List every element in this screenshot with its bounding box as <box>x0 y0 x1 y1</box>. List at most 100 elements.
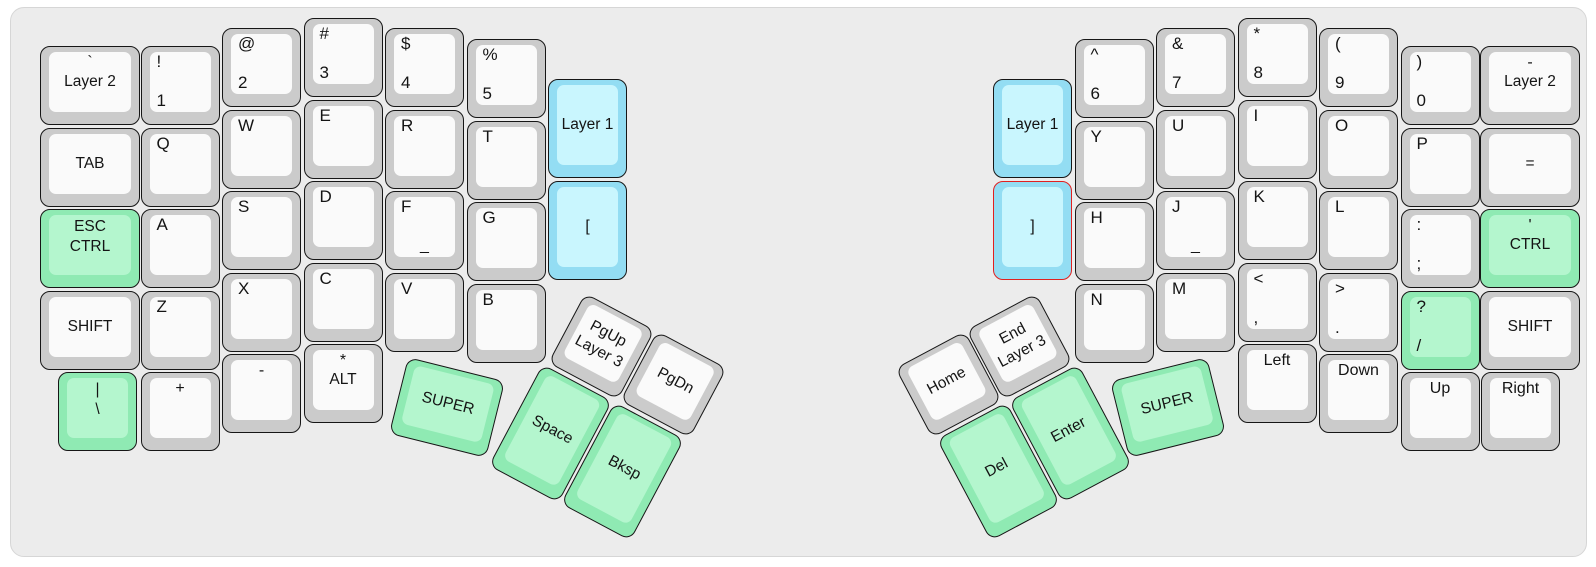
key-quote-ctrl[interactable]: 'CTRL <box>1480 209 1580 288</box>
key-a[interactable]: A <box>140 209 220 288</box>
keycap-top-surface: E <box>312 105 374 166</box>
key-o[interactable]: O <box>1319 109 1398 189</box>
key-tab[interactable]: TAB <box>40 127 140 207</box>
key-super-left[interactable]: SUPER <box>388 356 506 458</box>
key-k[interactable]: K <box>1237 181 1317 260</box>
key-label: PgDn <box>654 363 697 397</box>
key-shift-right[interactable]: SHIFT <box>1480 290 1580 370</box>
key-label: S <box>238 197 250 216</box>
key-layer2-right[interactable]: -Layer 2 <box>1480 46 1580 125</box>
key-label: @ <box>238 34 256 53</box>
key-alt[interactable]: *ALT <box>303 344 383 423</box>
key-r[interactable]: R <box>385 109 464 189</box>
key-esc-ctrl[interactable]: ESC CTRL <box>40 209 140 288</box>
key-y[interactable]: Y <box>1074 120 1154 200</box>
key-equals[interactable]: = <box>1480 127 1580 207</box>
key-arrow-right[interactable]: Right <box>1481 372 1560 451</box>
key-num6[interactable]: ^6 <box>1074 39 1154 118</box>
key-plus[interactable]: + <box>140 372 220 451</box>
key-right-bracket[interactable]: ] <box>993 181 1072 280</box>
key-label: + <box>175 380 185 397</box>
key-left-bracket[interactable]: [ <box>548 181 627 280</box>
key-b[interactable]: B <box>466 283 546 363</box>
key-pipe-backslash[interactable]: | \ <box>58 372 137 451</box>
key-label: # <box>319 24 329 43</box>
key-label: : <box>1416 215 1422 234</box>
key-num3[interactable]: #3 <box>303 18 383 97</box>
key-num8[interactable]: *8 <box>1237 18 1317 97</box>
keycap-top-surface: W <box>231 115 292 176</box>
key-c[interactable]: C <box>303 262 383 342</box>
key-num5[interactable]: %5 <box>466 39 546 118</box>
key-semicolon[interactable]: :; <box>1400 209 1480 288</box>
key-p[interactable]: P <box>1400 127 1480 207</box>
keycap-top-surface: K <box>1246 187 1308 247</box>
keycap-top-surface: + <box>149 378 211 438</box>
key-arrow-left[interactable]: Left <box>1237 344 1317 423</box>
key-v[interactable]: V <box>385 272 464 352</box>
key-label: ( <box>1335 34 1341 53</box>
key-label: Layer 2 <box>1504 72 1556 90</box>
key-label: SHIFT <box>1507 317 1553 335</box>
key-label: . <box>1335 317 1340 337</box>
keycap-top-surface: Up <box>1409 378 1471 438</box>
key-q[interactable]: Q <box>140 127 220 207</box>
key-label: G <box>482 208 496 227</box>
key-d[interactable]: D <box>303 181 383 260</box>
key-label: C <box>319 268 332 288</box>
key-e[interactable]: E <box>303 99 383 179</box>
key-minus[interactable]: - <box>222 354 301 433</box>
key-g[interactable]: G <box>466 202 546 281</box>
key-period[interactable]: >. <box>1319 272 1398 352</box>
key-label: P <box>1416 133 1428 153</box>
keycap-top-surface: %5 <box>475 45 537 105</box>
key-label: < <box>1253 268 1264 288</box>
key-u[interactable]: U <box>1156 109 1235 189</box>
key-s[interactable]: S <box>222 191 301 270</box>
key-l[interactable]: L <box>1319 191 1398 270</box>
keycap-top-surface: B <box>475 289 537 350</box>
key-arrow-up[interactable]: Up <box>1400 372 1480 451</box>
key-m[interactable]: M <box>1156 272 1235 352</box>
keycap-top-surface: Left <box>1246 350 1308 410</box>
key-i[interactable]: I <box>1237 99 1317 179</box>
key-shift-left[interactable]: SHIFT <box>40 290 140 370</box>
key-comma[interactable]: <, <box>1237 262 1317 342</box>
key-arrow-down[interactable]: Down <box>1319 354 1398 433</box>
key-slash[interactable]: ?/ <box>1400 290 1480 370</box>
key-label: 7 <box>1172 73 1182 92</box>
key-j[interactable]: J_ <box>1156 191 1235 270</box>
key-layer1-right[interactable]: Layer 1 <box>993 79 1072 178</box>
keycap-top-surface: !1 <box>149 52 211 112</box>
key-label: L <box>1335 197 1345 216</box>
key-n[interactable]: N <box>1074 283 1154 363</box>
key-h[interactable]: H <box>1074 202 1154 281</box>
key-num4[interactable]: $4 <box>385 28 464 107</box>
key-num0[interactable]: )0 <box>1400 46 1480 125</box>
key-x[interactable]: X <box>222 272 301 352</box>
key-layer1-left[interactable]: Layer 1 <box>548 79 627 178</box>
key-label: ; <box>1416 254 1422 273</box>
key-num9[interactable]: (9 <box>1319 28 1398 107</box>
key-label: ] <box>1030 217 1035 235</box>
key-label: 9 <box>1335 73 1345 92</box>
key-layer2-left[interactable]: `Layer 2 <box>40 46 140 125</box>
key-label: F <box>401 197 412 216</box>
keycap-top-surface: Home <box>905 340 988 422</box>
key-label: Space <box>528 411 576 448</box>
key-label: = <box>1525 154 1535 172</box>
key-w[interactable]: W <box>222 109 301 189</box>
key-num1[interactable]: !1 <box>140 46 220 125</box>
keycap-top-surface: PgUp Layer 3 <box>562 302 645 384</box>
key-t[interactable]: T <box>466 120 546 200</box>
key-num2[interactable]: @2 <box>222 28 301 107</box>
key-label: ! <box>156 52 162 71</box>
key-z[interactable]: Z <box>140 290 220 370</box>
keycap-top-surface: ?/ <box>1409 296 1471 357</box>
keycap-top-surface: X <box>231 278 292 339</box>
key-num7[interactable]: &7 <box>1156 28 1235 107</box>
key-f[interactable]: F_ <box>385 191 464 270</box>
key-label: ? <box>1416 296 1426 316</box>
keycap-top-surface: F_ <box>394 197 455 257</box>
key-super-right[interactable]: SUPER <box>1109 356 1227 458</box>
